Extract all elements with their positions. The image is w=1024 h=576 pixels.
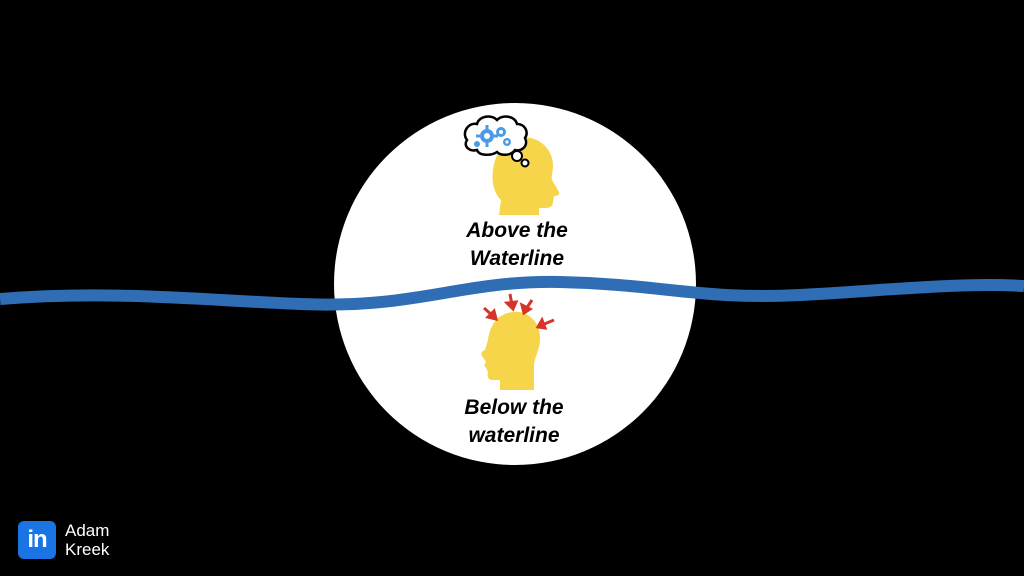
above-waterline-label: Above the Waterline: [427, 217, 607, 273]
pressure-arrows: [483, 293, 555, 330]
linkedin-brand[interactable]: in Adam Kreek: [18, 521, 109, 559]
below-waterline-label: Below the waterline: [424, 394, 604, 450]
head-silhouette: [492, 137, 560, 215]
below-waterline-line2: waterline: [468, 424, 560, 447]
head-silhouette: [481, 311, 540, 390]
thinking-head-with-gears-icon: [463, 115, 560, 215]
brand-name: Adam Kreek: [65, 521, 109, 559]
gears: [474, 125, 511, 147]
above-waterline-line2: Waterline: [469, 247, 565, 270]
below-waterline-line1: Below the: [464, 396, 564, 419]
linkedin-icon[interactable]: in: [18, 521, 56, 559]
above-waterline-line1: Above the: [466, 219, 568, 242]
stressed-head-with-arrows-icon: [481, 293, 555, 390]
brand-name-line2: Kreek: [65, 540, 110, 559]
brand-name-line1: Adam: [65, 521, 110, 540]
